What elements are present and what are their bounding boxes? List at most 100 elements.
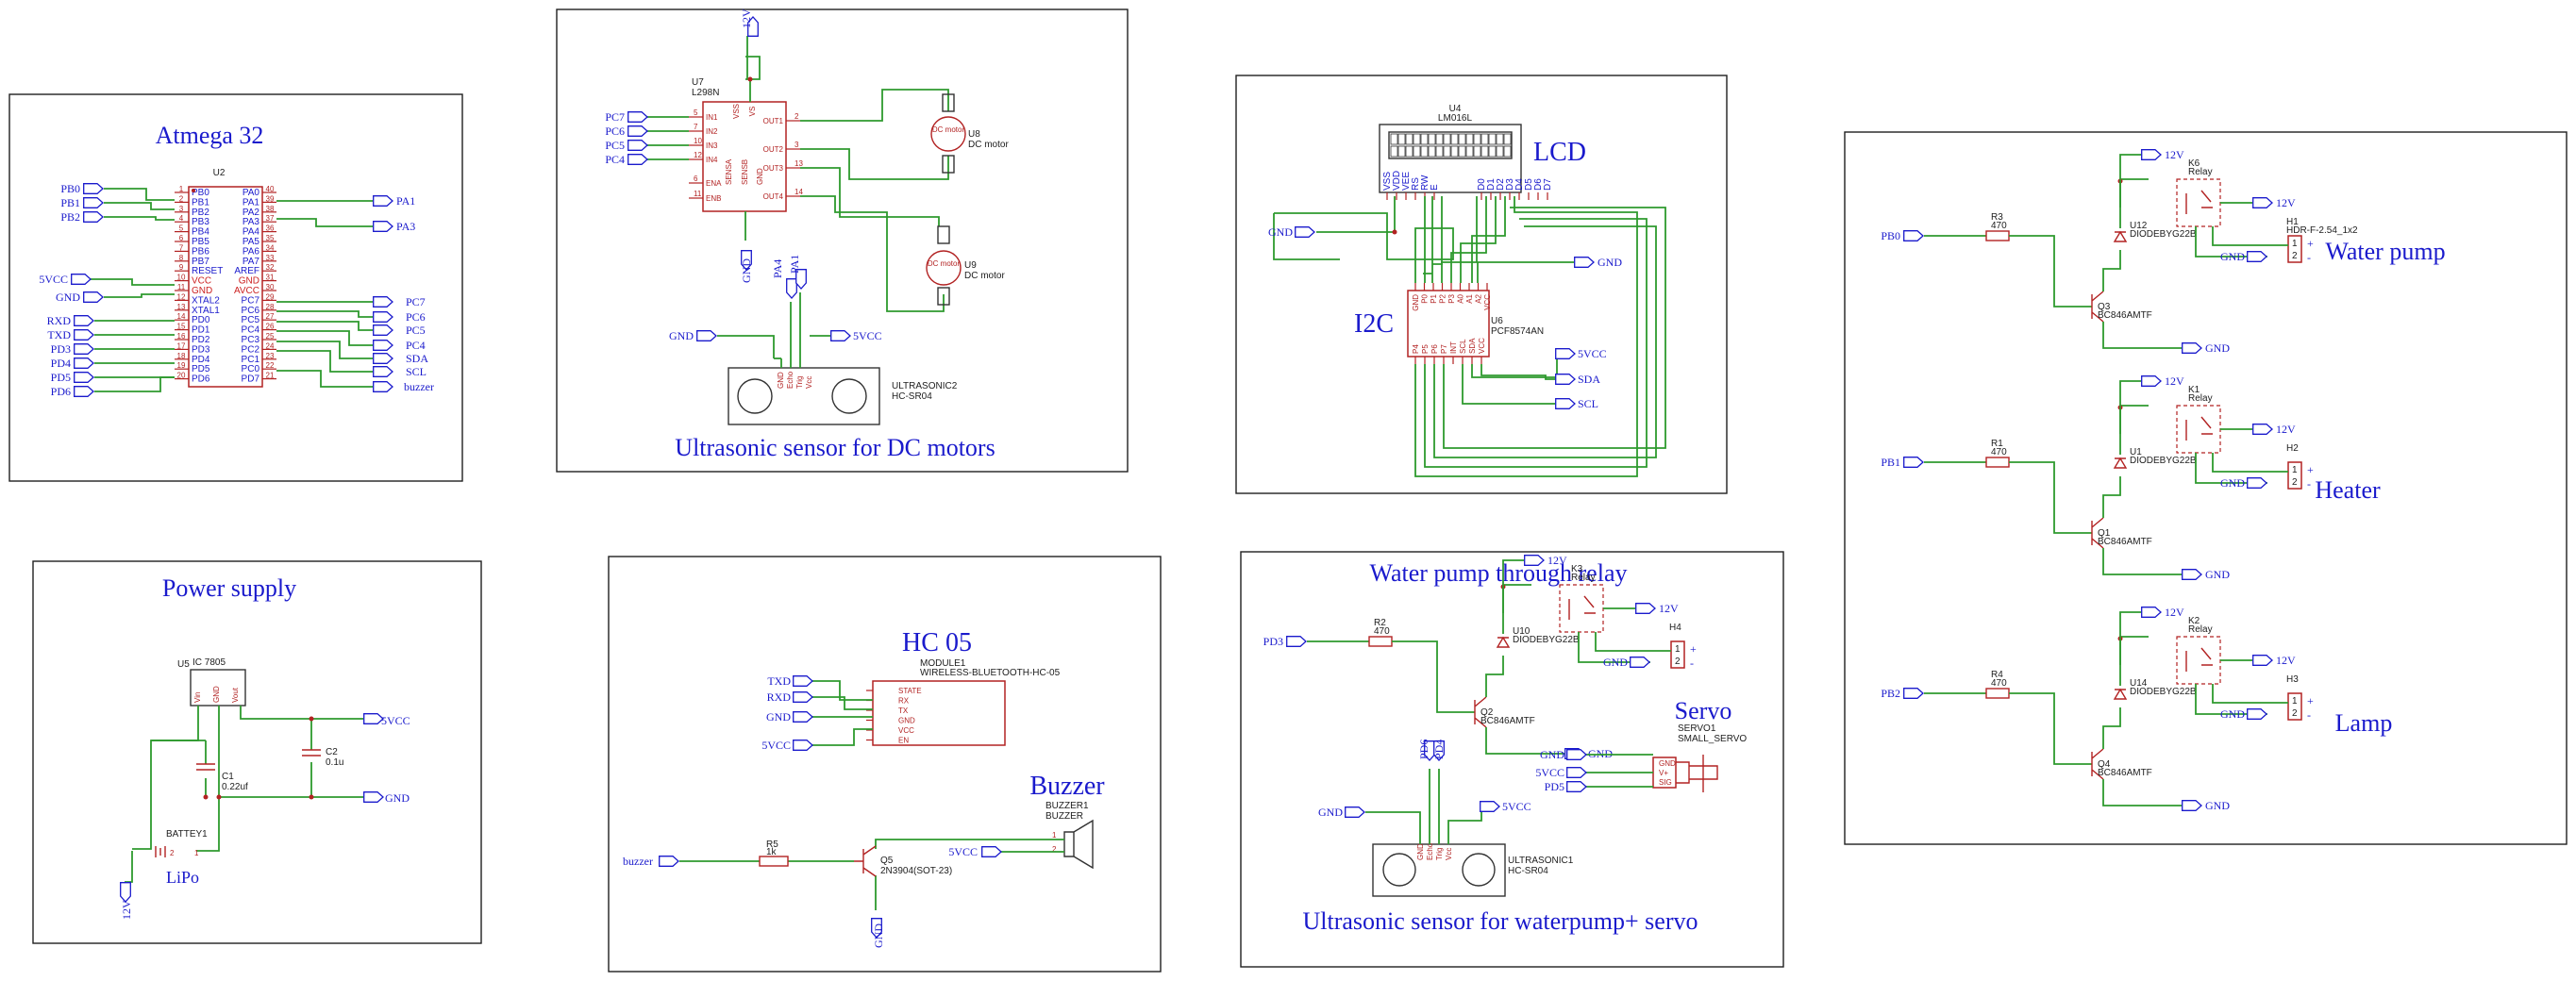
buzzer-ref: BUZZER1 (1045, 801, 1089, 811)
atmega-pin-label: PB6 (192, 246, 209, 257)
label: GND (2205, 341, 2230, 355)
net-label: PA1 (788, 255, 801, 274)
label: + (2307, 237, 2314, 250)
pin-number: 37 (266, 214, 275, 223)
l298-pin-label: OUT2 (763, 145, 784, 154)
lcd-pin-label: D6 (1533, 178, 1544, 191)
power-title: Power supply (162, 574, 296, 602)
pin-number: 15 (177, 323, 186, 331)
label: 12V (1547, 554, 1567, 567)
i2c-value: PCF8574AN (1491, 326, 1544, 337)
i2c-pin-label: P2 (1439, 293, 1447, 303)
label: H4 (1669, 623, 1681, 633)
atmega-pin-label: PC2 (242, 344, 260, 355)
net-label: PC5 (406, 324, 426, 337)
atmega-pin-label: PB3 (192, 217, 209, 227)
atmega-pin-label: XTAL1 (192, 306, 220, 316)
atmega-pin-label: PD1 (192, 325, 210, 336)
lcd-pin-label: D1 (1486, 178, 1497, 191)
label: 470 (1374, 626, 1390, 637)
sensor-pin: Echo (1426, 842, 1434, 860)
net-label: GND (1597, 256, 1622, 269)
net-label: GND (872, 923, 885, 948)
pin-number: 20 (177, 372, 186, 380)
label: 470 (1991, 221, 2007, 231)
net-label: GND (1268, 225, 1293, 239)
bat-pin: 2 (170, 849, 175, 857)
servo-pin: SIG (1659, 778, 1672, 787)
heater-title: Heater (2315, 476, 2381, 504)
net-label: PD3 (51, 342, 71, 356)
lcd-pin-label: E (1430, 184, 1440, 191)
power-block: Power supply U5 IC 7805 Vin GND Vout C1 … (32, 560, 482, 944)
i2c-chip (1407, 290, 1490, 357)
label: Q1 (2098, 528, 2111, 539)
atmega-pin-label: PB7 (192, 257, 209, 267)
reg-value: IC 7805 (192, 657, 226, 668)
label: BC846AMTF (2098, 537, 2152, 547)
pin-number: 32 (266, 263, 275, 272)
i2c-pin-label: A0 (1457, 293, 1465, 303)
hc05-frame (608, 556, 1162, 973)
pin-number: 3 (795, 141, 799, 149)
label: BC846AMTF (1480, 716, 1535, 726)
i2c-title: I2C (1354, 309, 1394, 339)
regulator (190, 669, 246, 707)
pin-number: 16 (177, 332, 186, 341)
l298-chip (702, 101, 787, 212)
label: - (2307, 477, 2311, 490)
lcd-pin-label: RW (1420, 175, 1430, 191)
hc05-pin-label: VCC (898, 726, 914, 735)
sensor-pin: Trig (1435, 848, 1444, 860)
l298-pin-label: ENB (706, 194, 721, 203)
c2-ref: C2 (326, 747, 338, 757)
atmega-pin-label: RESET (192, 266, 223, 276)
ultrasonic-body (728, 367, 880, 425)
pin-number: 4 (179, 214, 184, 223)
hc05-block: HC 05 Buzzer MODULE1 WIRELESS-BLUETOOTH-… (608, 556, 1162, 973)
label: 12V (1659, 602, 1679, 615)
pin-number: 38 (266, 205, 275, 213)
diode (2113, 230, 2128, 242)
label: U12 (2130, 221, 2148, 231)
net-label: 5VCC (853, 329, 882, 342)
label: DIODEBYG22B (2130, 229, 2197, 240)
i2c-pin-label: P5 (1421, 344, 1430, 354)
atmega-pin-label: PD2 (192, 335, 210, 345)
label: R4 (1991, 670, 2003, 680)
sensor-ref: ULTRASONIC2 (892, 381, 958, 391)
pin-number: 5 (179, 224, 184, 233)
label: 12V (2165, 606, 2184, 619)
resistor (1368, 636, 1393, 647)
pin-number: 31 (266, 274, 275, 282)
i2c-pin-label: P3 (1447, 293, 1456, 303)
atmega-pin-label: PC0 (242, 364, 260, 374)
l298-pin-label: ENA (706, 179, 722, 188)
label: R1 (1991, 439, 2003, 449)
net-label: GND (740, 258, 753, 283)
sensor-pin: Trig (795, 376, 804, 389)
label: 12V (2165, 148, 2184, 161)
label: HDR-F-2.54_1x2 (2286, 225, 2358, 236)
label: Q4 (2098, 759, 2111, 770)
pin-number: 12 (694, 151, 702, 159)
l298-bottom-pin: SENSA (725, 158, 733, 185)
net-label: PA3 (396, 220, 415, 233)
lcd-pin-label: D3 (1505, 178, 1515, 191)
label: GND (2220, 707, 2245, 721)
pin-number: 10 (694, 137, 702, 145)
lcd-pin-label: VEE (1401, 172, 1412, 191)
relay-circuits: PB0R3470Q3BC846AMTFGND12VU12DIODEBYG22BK… (1881, 148, 2358, 812)
atmega-pin-label: PC7 (242, 295, 260, 306)
atmega-pin-label: PD3 (192, 344, 210, 355)
label: 1 (2292, 696, 2298, 707)
lcd-value: LM016L (1438, 113, 1473, 124)
atmega-pin-label: PD7 (242, 374, 260, 385)
lcd-pin-label: RS (1411, 177, 1421, 191)
pin-number: 14 (177, 312, 186, 321)
pin-number: 33 (266, 254, 275, 262)
motor2-value: DC motor (964, 271, 1005, 281)
